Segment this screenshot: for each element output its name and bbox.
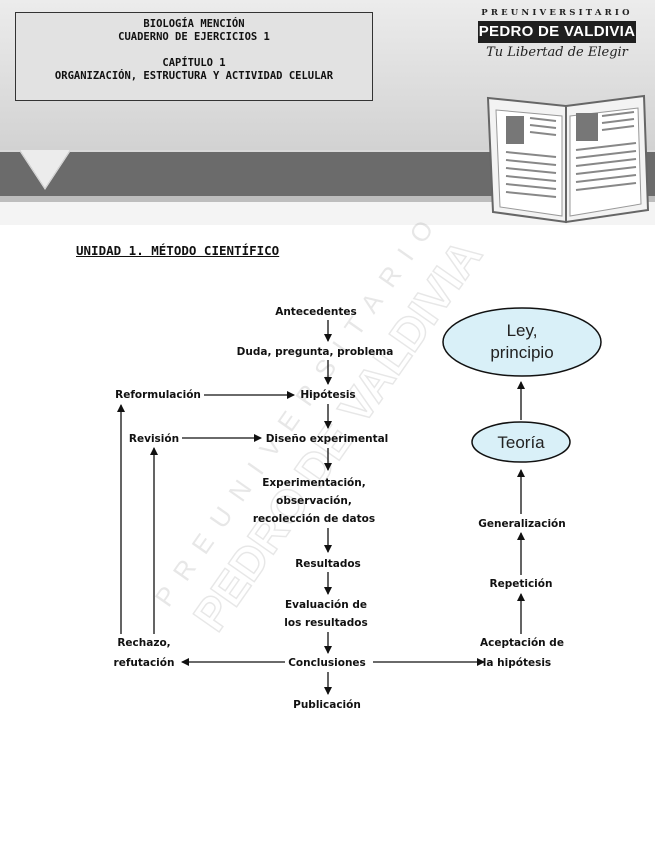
brand-slogan: Tu Libertad de Elegir (486, 45, 628, 60)
chapter-number: CAPÍTULO 1 (162, 57, 226, 69)
node-evaluacion-1: Evaluación de (285, 599, 367, 611)
node-evaluacion-2: los resultados (284, 617, 367, 629)
node-generalizacion: Generalización (478, 518, 566, 530)
ley-ellipse (442, 307, 602, 377)
node-rechazo-2: refutación (114, 657, 175, 669)
node-rechazo-1: Rechazo, (117, 637, 170, 649)
book-icon (486, 94, 650, 224)
node-aceptacion-2: la hipótesis (483, 657, 551, 669)
chapter-title-box: BIOLOGÍA MENCIÓN CUADERNO DE EJERCICIOS … (15, 12, 373, 101)
node-teoria: Teoría (497, 433, 545, 452)
node-conclusiones: Conclusiones (288, 657, 366, 669)
subject-title: BIOLOGÍA MENCIÓN (143, 18, 245, 30)
teoria-ellipse (471, 421, 571, 463)
chapter-title: ORGANIZACIÓN, ESTRUCTURA Y ACTIVIDAD CEL… (54, 70, 334, 82)
node-revision: Revisión (129, 433, 179, 445)
watermark: PREUNIVERSITARIO PEDRO DE VALDIVIA (149, 203, 493, 641)
node-ley-1: Ley, (507, 321, 538, 340)
node-aceptacion-1: Aceptación de (480, 637, 564, 649)
svg-text:PREUNIVERSITARIO: PREUNIVERSITARIO (149, 203, 448, 612)
unit-title: UNIDAD 1. MÉTODO CIENTÍFICO (76, 243, 280, 258)
brand-top-text: PREUNIVERSITARIO (481, 8, 633, 18)
node-antecedentes: Antecedentes (275, 306, 357, 318)
brand-name: PEDRO DE VALDIVIA (478, 21, 636, 43)
node-experimentacion-1: Experimentación, (262, 477, 366, 489)
node-experimentacion-2: observación, (276, 495, 352, 507)
brand-logo: PREUNIVERSITARIO PEDRO DE VALDIVIA Tu Li… (478, 8, 636, 60)
node-hipotesis: Hipótesis (300, 389, 355, 401)
node-repeticion: Repetición (490, 578, 553, 590)
node-publicacion: Publicación (293, 699, 361, 711)
node-diseno: Diseño experimental (266, 433, 389, 445)
booklet-title: CUADERNO DE EJERCICIOS 1 (118, 31, 270, 43)
node-ley-2: principio (490, 343, 553, 362)
node-duda: Duda, pregunta, problema (237, 346, 394, 358)
node-resultados: Resultados (295, 558, 361, 570)
node-experimentacion-3: recolección de datos (253, 513, 375, 525)
node-reformulacion: Reformulación (115, 389, 201, 401)
